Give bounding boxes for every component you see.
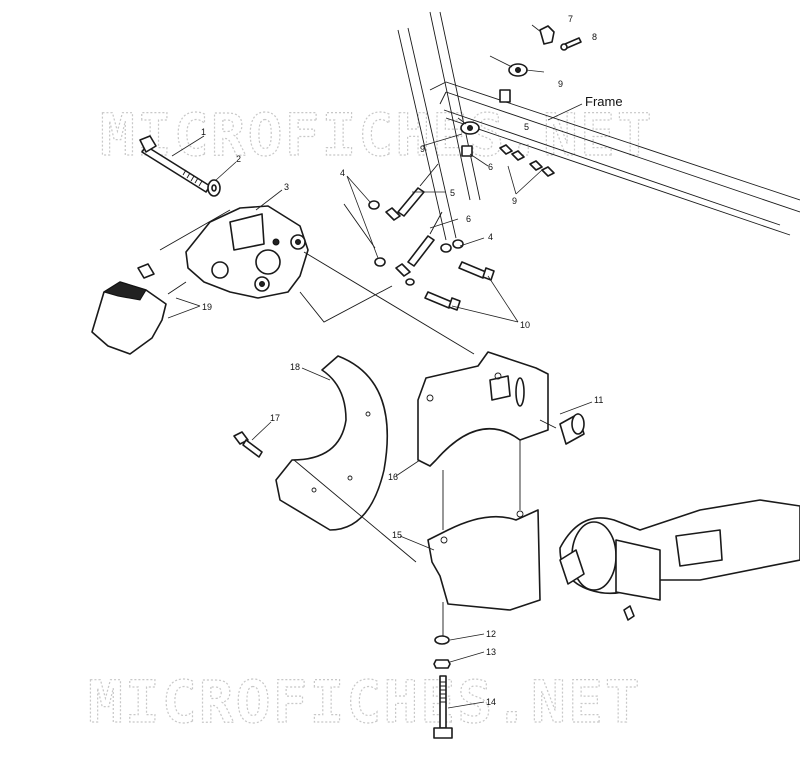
screw-8 <box>560 37 582 51</box>
callout-6-upper: 6 <box>488 162 493 172</box>
callout-11: 11 <box>594 395 603 405</box>
bushing-top <box>499 89 511 103</box>
callout-9-left: 9 <box>420 144 425 154</box>
bolt-10-upper <box>458 261 495 281</box>
washers-4 <box>368 200 464 286</box>
callout-4-right: 4 <box>488 232 493 242</box>
bolt-17 <box>233 431 263 458</box>
callout-18: 18 <box>290 362 300 372</box>
callout-15: 15 <box>392 530 402 540</box>
bolt-10-lower <box>424 291 461 311</box>
brake-line-6 <box>395 211 443 277</box>
callout-3: 3 <box>284 182 289 192</box>
bushing-11 <box>559 413 585 445</box>
callout-9-lower: 9 <box>512 196 517 206</box>
callout-13: 13 <box>486 647 496 657</box>
callout-10: 10 <box>520 320 530 330</box>
callout-5-lower: 5 <box>450 188 455 198</box>
leaders <box>167 69 593 709</box>
callout-17: 17 <box>270 413 280 423</box>
bracket-16 <box>417 351 549 467</box>
callout-14: 14 <box>486 697 496 707</box>
washer-2 <box>207 179 221 197</box>
callouts: 1 2 3 4 5 6 7 8 9 5 9 6 9 4 10 19 18 11 … <box>201 14 603 707</box>
callout-4-left: 4 <box>340 168 345 178</box>
nut-9-top <box>489 55 528 77</box>
frame-label: Frame <box>585 94 623 109</box>
bolt-14 <box>433 675 453 739</box>
nut-13 <box>433 659 451 669</box>
frame-structure <box>397 11 800 241</box>
pad-pin <box>137 263 155 279</box>
clamp-15 <box>427 509 541 611</box>
bolt-1 <box>139 135 211 193</box>
grommets-9 <box>499 144 555 177</box>
callout-1: 1 <box>201 127 206 137</box>
callout-2: 2 <box>236 154 241 164</box>
callout-16: 16 <box>388 472 398 482</box>
watermark-bottom: MICROFICHES.NET <box>88 668 642 736</box>
callout-12: 12 <box>486 629 496 639</box>
callout-8: 8 <box>592 32 597 42</box>
brake-disc-18 <box>275 355 389 531</box>
watermark-top: MICROFICHES.NET <box>100 101 654 169</box>
brake-pad-19 <box>91 281 167 355</box>
callout-6-lower: 6 <box>466 214 471 224</box>
clip-7 <box>531 24 555 45</box>
callout-5-upper: 5 <box>524 122 529 132</box>
washer-12 <box>434 635 450 645</box>
axle-housing <box>559 499 800 621</box>
caliper-3 <box>185 205 309 299</box>
callout-9-top: 9 <box>558 79 563 89</box>
nut-9-mid <box>457 117 480 157</box>
callout-19: 19 <box>202 302 212 312</box>
callout-7: 7 <box>568 14 573 24</box>
